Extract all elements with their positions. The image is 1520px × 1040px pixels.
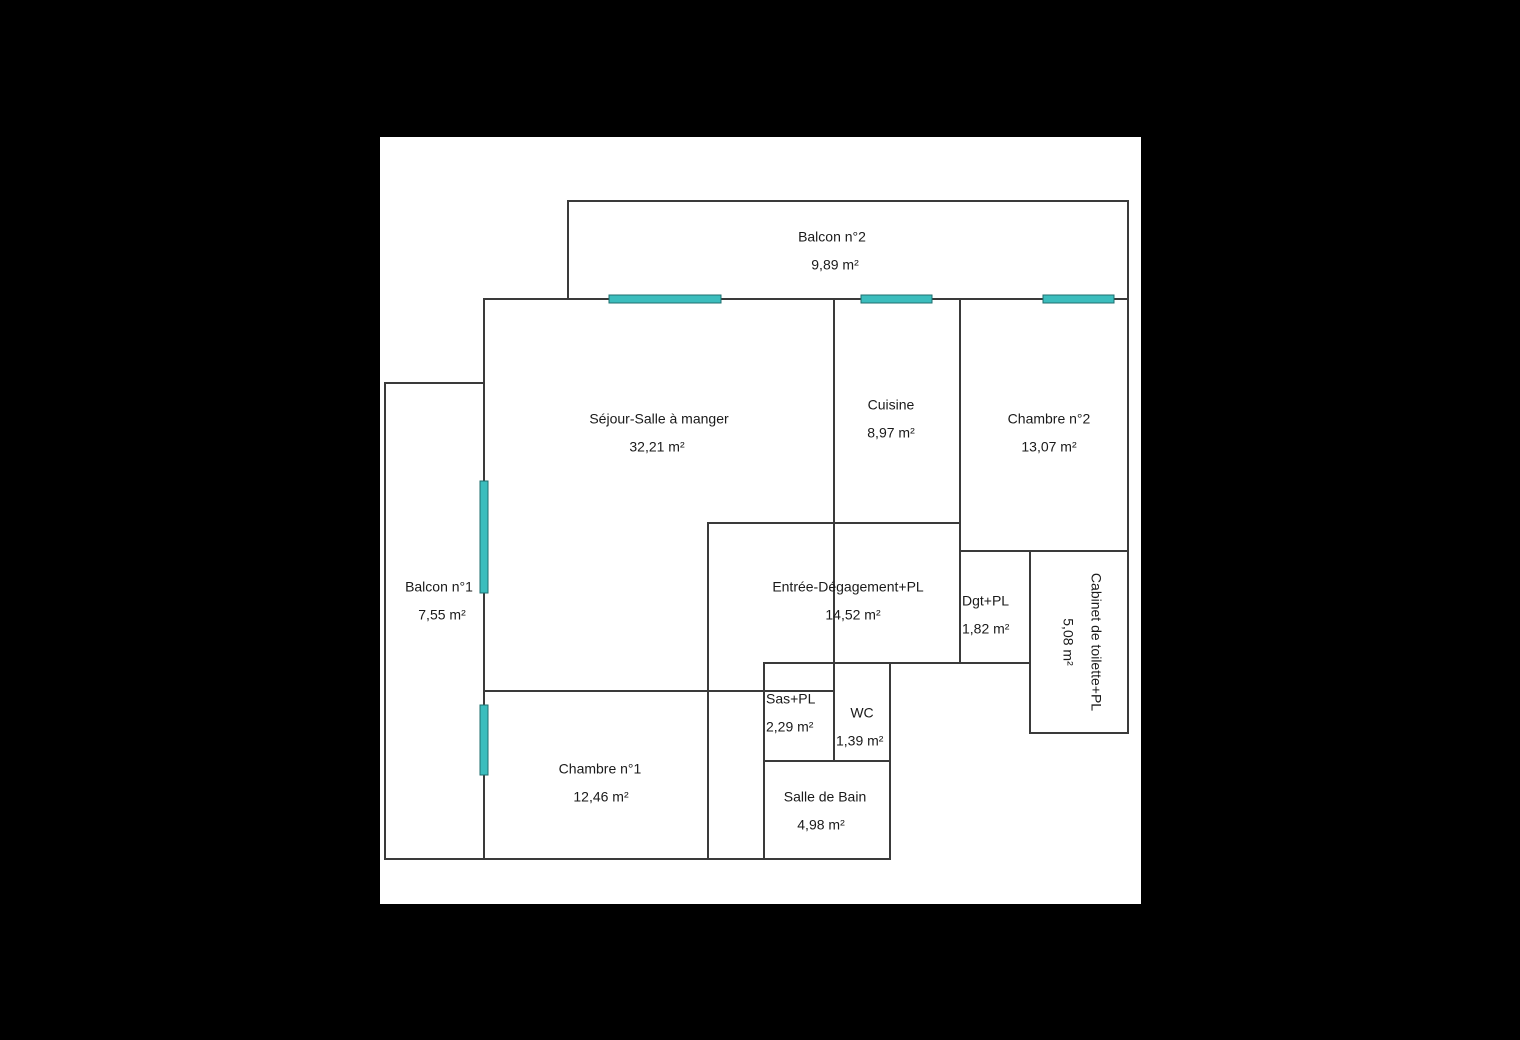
label-balcon-2-area: 9,89 m² — [811, 257, 859, 273]
label-balcon-2-name: Balcon n°2 — [798, 229, 866, 245]
label-cabinet-group: Cabinet de toilette+PL 5,08 m² — [1060, 573, 1104, 711]
label-dgt-area: 1,82 m² — [962, 621, 1010, 637]
label-chambre-1-name: Chambre n°1 — [559, 761, 642, 777]
label-entree-area: 14,52 m² — [825, 607, 881, 623]
window-sejour-balcon2 — [608, 294, 722, 304]
label-cabinet-area: 5,08 m² — [1060, 618, 1076, 666]
label-chambre-1-area: 12,46 m² — [573, 789, 629, 805]
label-cabinet-name: Cabinet de toilette+PL — [1088, 573, 1104, 711]
window-cuisine-balcon2 — [860, 294, 933, 304]
floor-plan-diagram: Balcon n°2 9,89 m² Séjour-Salle à manger… — [384, 200, 1129, 860]
label-balcon-1-area: 7,55 m² — [418, 607, 466, 623]
label-sas-name: Sas+PL — [766, 691, 816, 707]
label-balcon-1-name: Balcon n°1 — [405, 579, 473, 595]
label-cuisine-area: 8,97 m² — [867, 425, 915, 441]
label-salle-de-bain-name: Salle de Bain — [784, 789, 867, 805]
label-sejour-name: Séjour-Salle à manger — [589, 411, 729, 427]
room-salle-de-bain — [763, 760, 891, 860]
label-sejour-area: 32,21 m² — [629, 439, 685, 455]
label-dgt-name: Dgt+PL — [962, 593, 1009, 609]
room-balcon-2 — [567, 200, 1129, 300]
window-chambre1-balcon1 — [479, 704, 489, 776]
window-chambre2-balcon2 — [1042, 294, 1115, 304]
label-sas-area: 2,29 m² — [766, 719, 814, 735]
label-chambre-2-name: Chambre n°2 — [1008, 411, 1091, 427]
label-cuisine-name: Cuisine — [868, 397, 915, 413]
label-salle-de-bain-area: 4,98 m² — [797, 817, 845, 833]
label-wc-area: 1,39 m² — [836, 733, 884, 749]
window-sejour-balcon1 — [479, 480, 489, 594]
room-cabinet — [1029, 550, 1129, 734]
room-sejour — [483, 298, 835, 692]
label-chambre-2-area: 13,07 m² — [1021, 439, 1077, 455]
label-wc-name: WC — [850, 705, 873, 721]
label-entree-name: Entrée-Dégagement+PL — [772, 579, 924, 595]
floor-plan-card: Balcon n°2 9,89 m² Séjour-Salle à manger… — [380, 137, 1141, 904]
room-sas — [763, 662, 835, 762]
room-balcon-1 — [384, 382, 485, 860]
